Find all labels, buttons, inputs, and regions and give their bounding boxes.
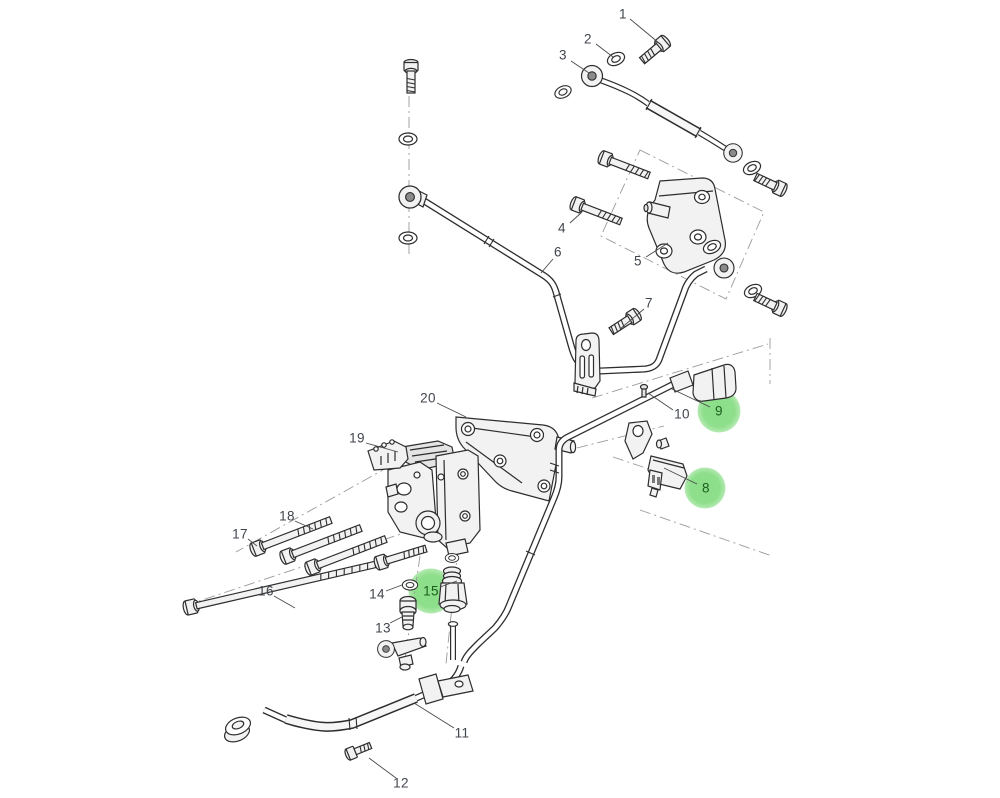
callout-10: 10 [674,406,690,422]
callout-14: 14 [369,586,385,602]
pipe-11-flange [223,716,252,743]
callout-16: 16 [258,583,274,599]
callout-12: 12 [393,775,409,791]
flange-bolt-12-part [343,739,374,762]
callout-7: 7 [645,295,653,311]
callout-17: 17 [232,526,248,542]
callout-15[interactable]: 15 [423,583,439,599]
callout-2: 2 [584,31,592,47]
banjo-bolt [751,170,790,199]
callout-20: 20 [420,390,436,406]
callout-19: 19 [349,430,365,446]
banjo-eye-pipe3-right [723,143,743,163]
callout-8[interactable]: 8 [702,480,710,496]
sealing-washer-14-part [401,579,419,591]
sealing-washer [552,82,574,102]
pressure-sensor-8 [624,420,688,498]
sealing-washer [398,132,418,146]
callout-3: 3 [559,47,567,63]
sealing-washer-2-part [604,49,628,69]
banjo-eye-pipe6-left [398,185,422,209]
banjo-eye-pipe3-left [580,64,604,88]
callout-1: 1 [619,6,627,22]
mounting-bracket-20 [455,416,577,502]
fitting-13-part [399,595,417,631]
pipe-support-bracket [573,332,601,397]
callout-18: 18 [279,508,295,524]
banjo-pipe-3 [598,77,728,152]
callout-9[interactable]: 9 [715,403,723,419]
sealing-washer [398,231,418,245]
mounting-bolt [595,149,653,183]
pipe-clamp [418,673,474,705]
fitting-15-part [438,566,468,614]
pump-assembly-19 [367,439,481,557]
adapter-bracket-5 [643,177,727,274]
flange-bolt-7-part [606,306,644,338]
retaining-clip-10 [639,383,649,398]
banjo-bolt-1-part [636,33,673,67]
leader-lines [247,18,711,779]
callout-6: 6 [554,244,562,260]
banjo-bolt [403,58,419,94]
callout-13: 13 [375,620,391,636]
drain-lever-fitting [377,636,427,671]
pump-connector [367,439,409,471]
sealing-washer [444,553,460,563]
mounting-bolt-4-part [567,195,625,229]
oil-return-pipe-11 [223,363,737,743]
banjo-eye-pipe6-right [713,257,735,279]
banjo-bolt [751,290,790,319]
highlight-circle-8[interactable] [684,467,726,509]
callout-5: 5 [634,253,642,269]
callout-11: 11 [454,725,470,741]
long-bolt-16-part [181,555,385,617]
pipe-fitting-9 [669,363,737,402]
callout-4: 4 [558,220,566,236]
